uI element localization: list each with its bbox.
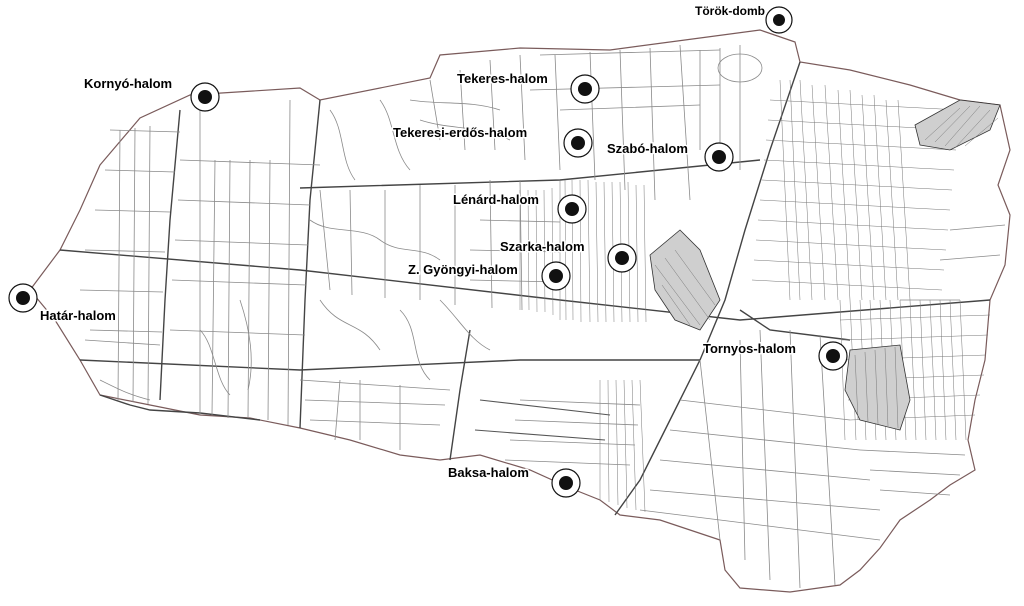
site-labels: Török-domb Kornyó-halom Tekeres-halom Te…	[39, 3, 798, 482]
site-label-szarka-halom: Szarka-halom	[500, 239, 585, 254]
site-label-hatar-halom: Határ-halom	[40, 308, 116, 323]
circle-with-dot-icon[interactable]	[704, 142, 734, 172]
circle-with-dot-icon[interactable]	[551, 468, 581, 498]
circle-with-dot-icon[interactable]	[765, 6, 793, 34]
circle-with-dot-icon[interactable]	[570, 74, 600, 104]
parcels-southeast	[474, 224, 1006, 589]
hatched-parcel-ne	[914, 99, 1001, 151]
circle-with-dot-icon[interactable]	[557, 194, 587, 224]
site-label-tekeresi-erdos-halom: Tekeresi-erdős-halom	[393, 125, 527, 140]
site-label-tornyos-halom: Tornyos-halom	[703, 341, 796, 356]
parcels-village	[649, 79, 1001, 441]
site-label-lenard-halom: Lénárd-halom	[453, 192, 539, 207]
hatched-parcel-east	[844, 344, 911, 431]
site-label-torok-domb: Török-domb	[695, 4, 765, 18]
circle-with-dot-icon[interactable]	[818, 341, 848, 371]
circle-with-dot-icon[interactable]	[8, 283, 38, 313]
site-markers	[8, 6, 848, 498]
circle-with-dot-icon[interactable]	[607, 243, 637, 273]
circle-with-dot-icon[interactable]	[541, 261, 571, 291]
circle-with-dot-icon[interactable]	[563, 128, 593, 158]
site-label-z-gyongyi-halom: Z. Gyöngyi-halom	[408, 262, 518, 277]
site-label-szabo-halom: Szabó-halom	[607, 141, 688, 156]
hatched-parcel-center	[649, 229, 721, 331]
circle-with-dot-icon[interactable]	[190, 82, 220, 112]
parcels-center	[409, 44, 763, 323]
parcels-west	[79, 99, 523, 450]
site-label-kornyo-halom: Kornyó-halom	[84, 76, 172, 91]
roads	[59, 61, 991, 516]
site-label-tekeres-halom: Tekeres-halom	[457, 71, 548, 86]
site-label-baksa-halom: Baksa-halom	[448, 465, 529, 480]
